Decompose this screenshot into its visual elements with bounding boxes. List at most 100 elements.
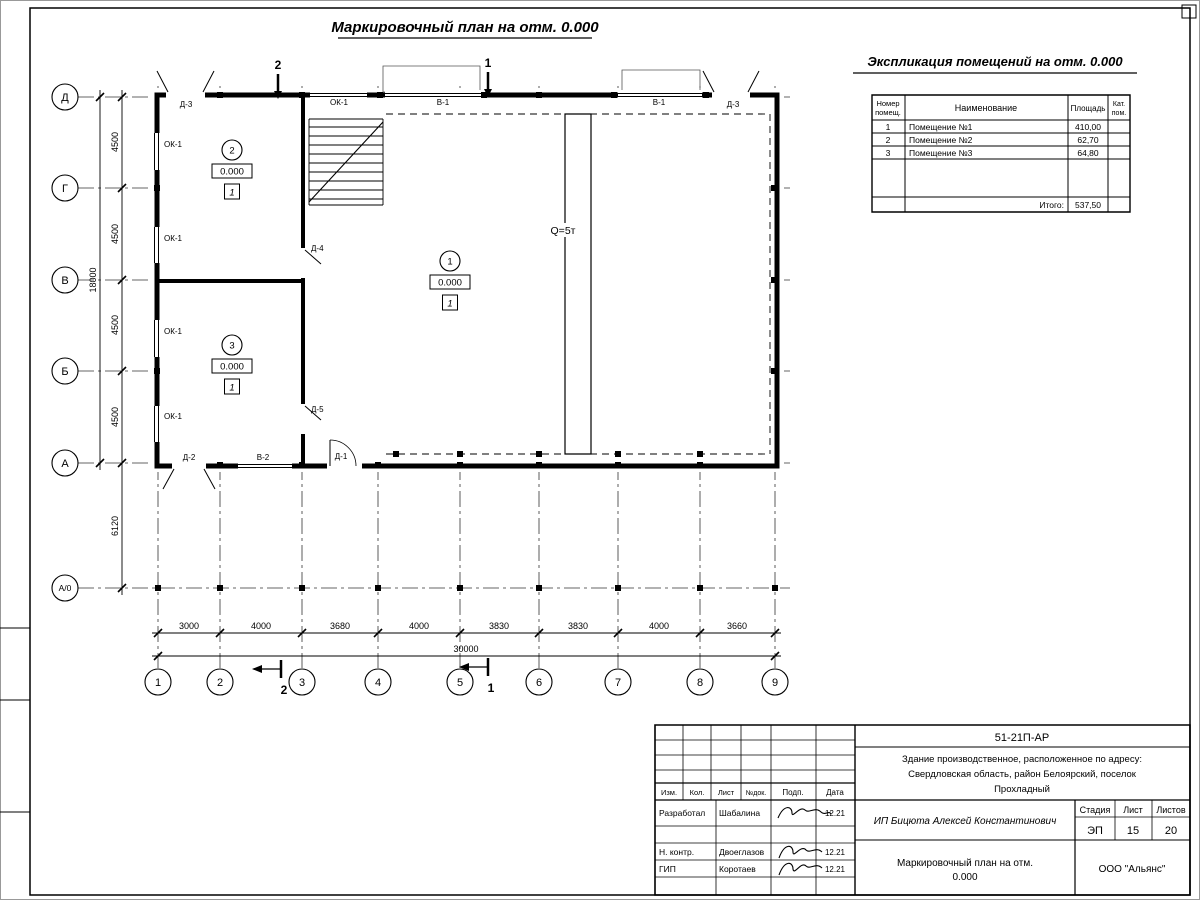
window-label: ОК-1 bbox=[164, 234, 183, 243]
dim-total-label: 18000 bbox=[88, 267, 98, 292]
dim-label: 4500 bbox=[110, 132, 120, 152]
dim-label: 3830 bbox=[568, 621, 588, 631]
dim-label: 4000 bbox=[409, 621, 429, 631]
axis-label: 9 bbox=[772, 677, 778, 689]
dim-label: 4500 bbox=[110, 224, 120, 244]
sheet-title-line-2: 0.000 bbox=[952, 872, 977, 883]
axis-label: 3 bbox=[299, 677, 305, 689]
total-label: Итого: bbox=[1039, 200, 1064, 210]
room-elevation: 0.000 bbox=[220, 167, 244, 178]
signature-developer bbox=[778, 808, 831, 818]
room-number: 2 bbox=[229, 146, 234, 157]
window-ok1-left bbox=[151, 133, 160, 442]
role-ncontrol: Н. контр. bbox=[659, 847, 694, 857]
role-gip: ГИП bbox=[659, 864, 676, 874]
name-ncontrol: Двоеглазов bbox=[719, 847, 765, 857]
client-name: ИП Бицюта Алексей Константинович bbox=[874, 816, 1057, 827]
axis-label: Г bbox=[62, 183, 68, 195]
stage-value: ЭП bbox=[1087, 825, 1103, 837]
object-line-1: Здание производственное, расположенное п… bbox=[902, 754, 1142, 765]
table-row: 1 Помещение №1 410,00 bbox=[886, 122, 1102, 132]
window-label: ОК-1 bbox=[164, 327, 183, 336]
table-row: 3 Помещение №3 64,80 bbox=[886, 148, 1099, 158]
axis-label: 1 bbox=[155, 677, 161, 689]
stairs bbox=[306, 117, 386, 207]
door-label: Д-4 bbox=[311, 244, 324, 253]
dim-label: 6120 bbox=[110, 516, 120, 536]
stage-label: Стадия bbox=[1080, 805, 1111, 815]
interior-doors bbox=[299, 248, 321, 434]
axis-label: Д bbox=[61, 92, 69, 104]
crane-label: Q=5т bbox=[551, 225, 576, 237]
dim-label: 4000 bbox=[649, 621, 669, 631]
dimensions-bottom: 3000 4000 3680 4000 3830 3830 4000 3660 … bbox=[152, 621, 781, 660]
col-header-cat-2: пом. bbox=[1112, 110, 1126, 117]
signature-ncontrol bbox=[779, 846, 822, 858]
col-kol: Кол. bbox=[690, 788, 705, 797]
title-block: 51-21П-АР Здание производственное, распо… bbox=[655, 725, 1190, 895]
window-label: В-1 bbox=[653, 98, 666, 107]
sheets-label: Листов bbox=[1156, 805, 1185, 815]
sheet-label: Лист bbox=[1123, 805, 1143, 815]
section-mark-1-bottom: 1 bbox=[459, 658, 495, 695]
plan-title: Маркировочный план на отм. 0.000 bbox=[331, 19, 599, 36]
room-category: 1 bbox=[229, 188, 234, 199]
axis-label: 4 bbox=[375, 677, 381, 689]
room-category: 1 bbox=[447, 299, 452, 310]
col-list: Лист bbox=[718, 788, 735, 797]
axis-label: В bbox=[61, 275, 68, 287]
signature-gip bbox=[779, 863, 822, 875]
door-label: Д-3 bbox=[727, 100, 740, 109]
explication-table: Номер помещ. Наименование Площадь Кат. п… bbox=[872, 95, 1130, 212]
room-number: 1 bbox=[447, 257, 452, 268]
col-header-num-1: Номер bbox=[876, 99, 899, 108]
svg-text:2: 2 bbox=[281, 683, 288, 697]
room-marks: 2 0.000 1 1 0.000 1 3 0.000 1 bbox=[212, 140, 470, 394]
signatures bbox=[778, 808, 831, 875]
axis-label: 6 bbox=[536, 677, 542, 689]
col-izm: Изм. bbox=[661, 788, 677, 797]
room-mark-1: 1 0.000 1 bbox=[430, 251, 470, 310]
window-label: ОК-1 bbox=[330, 98, 349, 107]
door-label: Д-3 bbox=[180, 100, 193, 109]
svg-text:62,70: 62,70 bbox=[1077, 135, 1099, 145]
col-data: Дата bbox=[826, 788, 844, 797]
date-gip: 12.21 bbox=[825, 865, 846, 874]
role-developer: Разработал bbox=[659, 808, 705, 818]
axis-label: 7 bbox=[615, 677, 621, 689]
door-label: Д-1 bbox=[335, 452, 348, 461]
dim-label: 3680 bbox=[330, 621, 350, 631]
sheet-title-line-1: Маркировочный план на отм. bbox=[897, 858, 1033, 869]
titles: Маркировочный план на отм. 0.000 Эксплик… bbox=[331, 19, 1137, 73]
dim-label: 3000 bbox=[179, 621, 199, 631]
col-header-name: Наименование bbox=[955, 103, 1017, 113]
name-developer: Шабалина bbox=[719, 808, 760, 818]
axis-label: 5 bbox=[457, 677, 463, 689]
axis-label: А bbox=[61, 458, 69, 470]
svg-text:Помещение №1: Помещение №1 bbox=[909, 122, 973, 132]
svg-text:1: 1 bbox=[886, 122, 891, 132]
room-elevation: 0.000 bbox=[220, 362, 244, 373]
sheet-number: 15 bbox=[1127, 825, 1139, 837]
svg-text:2: 2 bbox=[275, 58, 282, 72]
date-ncontrol: 12.21 bbox=[825, 848, 846, 857]
section-mark-2-bottom: 2 bbox=[252, 660, 288, 697]
axis-label: Б bbox=[61, 366, 68, 378]
dim-label: 3830 bbox=[489, 621, 509, 631]
sheets-total: 20 bbox=[1165, 825, 1177, 837]
building bbox=[151, 66, 778, 591]
company-name: ООО "Альянс" bbox=[1099, 864, 1166, 875]
col-header-area: Площадь bbox=[1071, 104, 1106, 113]
col-header-num-2: помещ. bbox=[875, 108, 901, 117]
section-marks: 2 1 2 1 bbox=[252, 56, 495, 697]
dim-label: 4500 bbox=[110, 315, 120, 335]
col-ndok: №док. bbox=[746, 790, 767, 797]
dim-total-label: 30000 bbox=[453, 644, 478, 654]
dimensions-left: 4500 4500 4500 4500 6120 18000 bbox=[88, 90, 126, 595]
top-wall-openings bbox=[157, 71, 759, 99]
svg-text:410,00: 410,00 bbox=[1075, 122, 1101, 132]
total-value: 537,50 bbox=[1075, 200, 1101, 210]
svg-text:2: 2 bbox=[886, 135, 891, 145]
window-label: В-1 bbox=[437, 98, 450, 107]
